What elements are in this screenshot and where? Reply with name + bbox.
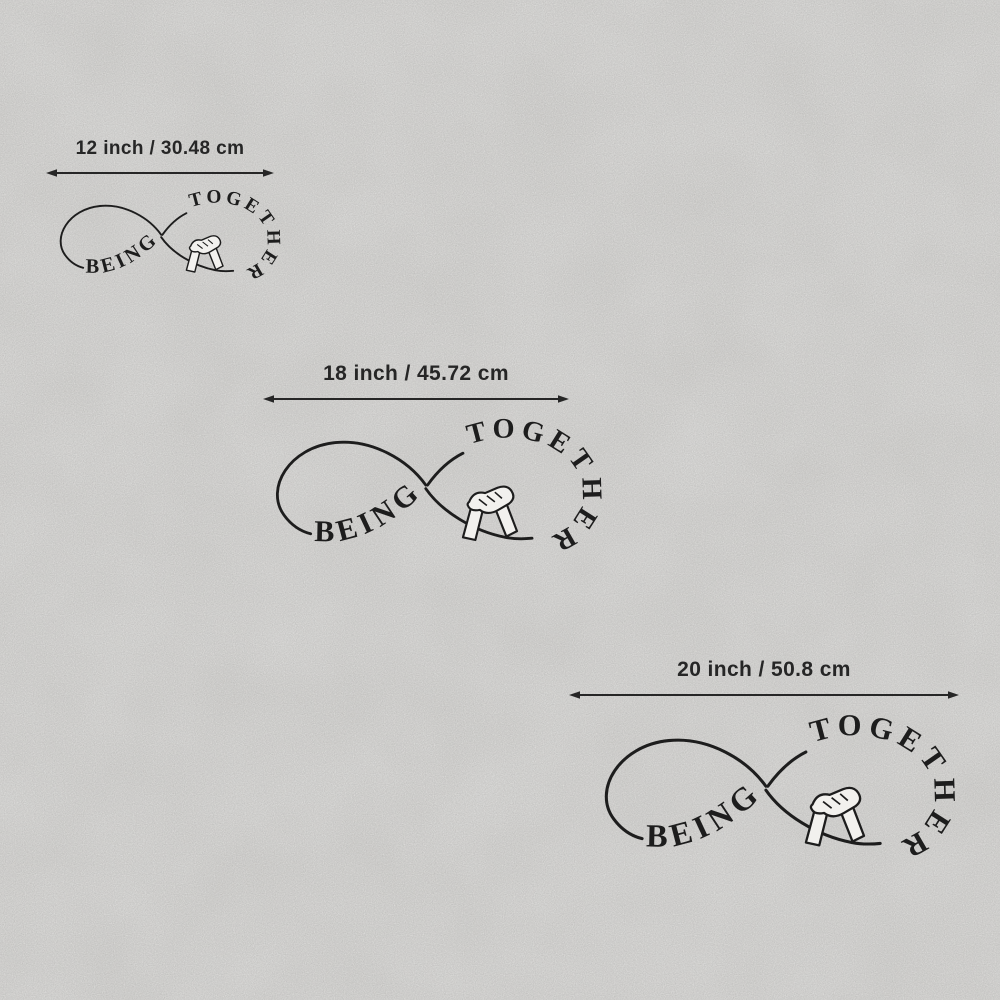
dimension-arrow: [569, 691, 959, 699]
arrowhead-right: [263, 169, 274, 177]
arrowhead-right: [558, 395, 569, 403]
size-label: 18 inch / 45.72 cm: [323, 362, 509, 385]
size-label: 20 inch / 50.8 cm: [677, 658, 851, 681]
size-label: 12 inch / 30.48 cm: [75, 138, 245, 159]
arrowhead-left: [263, 395, 274, 403]
size-block-12-inch: 12 inch / 30.48 cm: [45, 138, 285, 287]
infinity-artwork: [275, 412, 609, 562]
infinity-artwork: [59, 185, 285, 287]
dimension-arrow: [263, 395, 569, 403]
arrowhead-left: [569, 691, 580, 699]
arrowhead-right: [948, 691, 959, 699]
arrowhead-left: [46, 169, 57, 177]
dimension-arrow: [46, 169, 274, 177]
infinity-artwork: [604, 706, 964, 870]
size-block-18-inch: 18 inch / 45.72 cm: [262, 362, 609, 562]
size-block-20-inch: 20 inch / 50.8 cm: [568, 658, 964, 870]
